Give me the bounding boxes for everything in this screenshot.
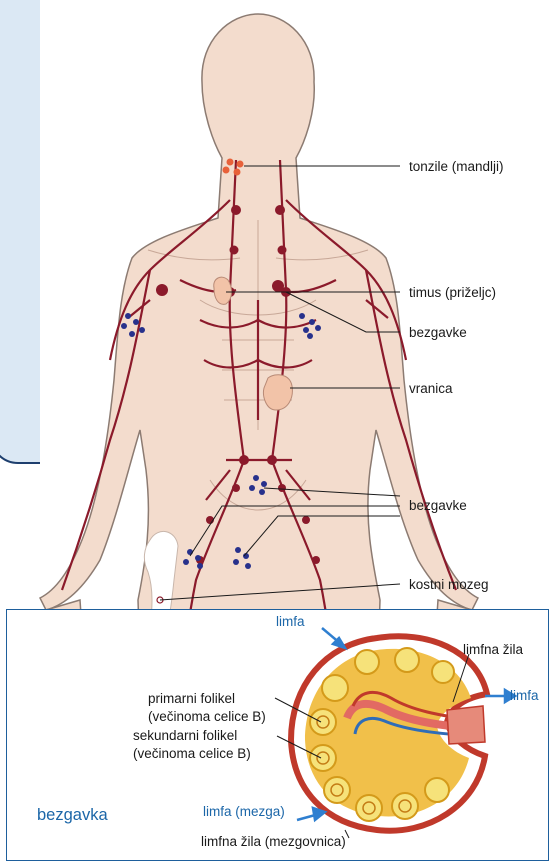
label-lymph-nodes-upper: bezgavke [409,325,467,341]
label-efferent-vessel: limfna žila [463,642,523,658]
label-lymph-nodes-lower: bezgavke [409,498,467,514]
label-lymph-in: limfa [276,614,305,630]
label-bone-marrow: kostni mozeg [409,577,489,593]
label-secondary-follicle-cells: (večinoma celice B) [133,746,251,762]
inset-title: bezgavka [37,807,108,823]
label-secondary-follicle: sekundarni folikel [133,728,237,744]
label-primary-follicle: primarni folikel [148,691,235,707]
label-thymus: timus (priželjc) [409,285,496,301]
thymus [214,277,232,304]
label-lymph-out: limfa [510,688,539,704]
label-spleen: vranica [409,381,453,397]
label-primary-follicle-cells: (večinoma celice B) [148,709,266,725]
label-afferent-vessel: limfna žila (mezgovnica) [201,834,346,850]
label-tonsils: tonzile (mandlji) [409,159,504,175]
spleen [264,375,293,410]
lymph-node-inset: limfa limfna žila limfa primarni folikel… [6,609,549,861]
label-lymph-mezga: limfa (mezga) [203,804,285,820]
